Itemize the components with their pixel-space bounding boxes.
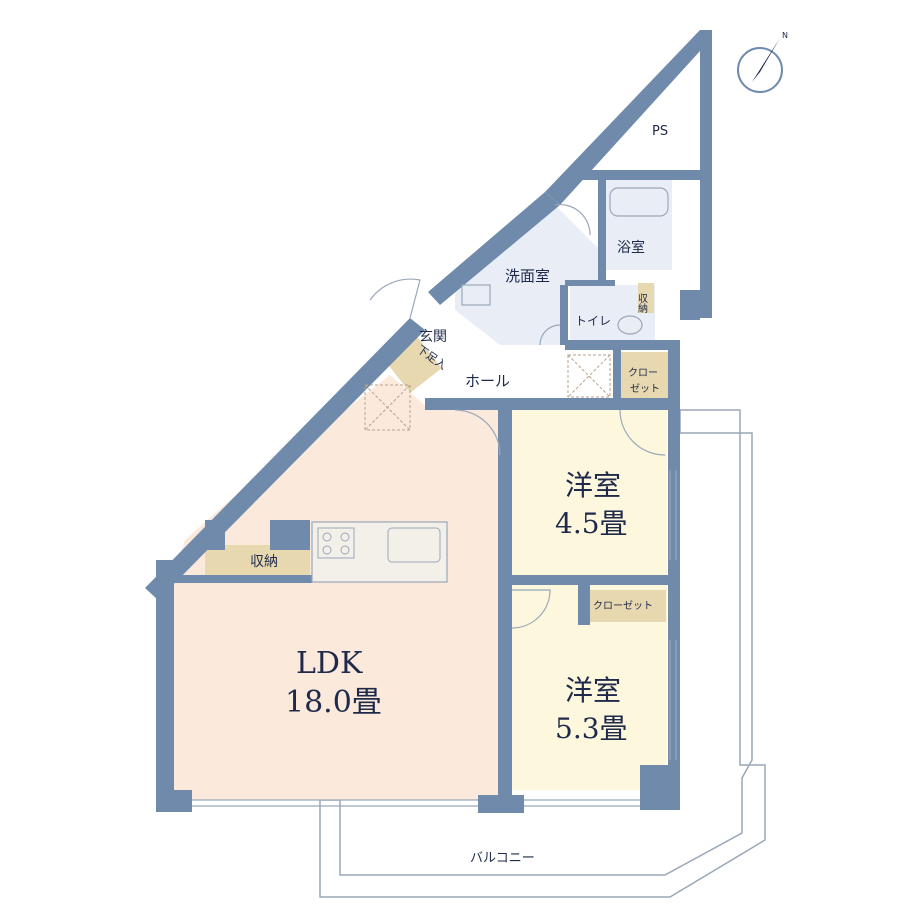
bath-floor (605, 180, 672, 270)
balcony-label: バルコニー (470, 851, 535, 866)
bedroom2-size: 5.3畳 (555, 712, 628, 745)
storage-ldk-floor (205, 545, 310, 577)
ps-label: PS (652, 124, 668, 139)
washbasin (461, 284, 491, 306)
kitchen-counter (311, 521, 448, 583)
closet1-label-line2: ゼット (630, 383, 660, 395)
closet2-label: クローゼット (593, 600, 653, 612)
compass-label: N (782, 31, 788, 40)
storage-small-label: 収納 (636, 293, 648, 314)
closet1-floor (620, 352, 670, 404)
hall-label: ホール (465, 372, 510, 390)
walls (145, 30, 712, 813)
bottom-windows (192, 470, 677, 807)
washroom-label: 洗面室 (505, 267, 550, 285)
storage-ldk-label: 収納 (250, 554, 278, 570)
bath-label: 浴室 (617, 239, 645, 256)
bedroom2-name: 洋室 (565, 674, 621, 707)
toilet-bowl (617, 315, 643, 335)
entrance-label: 玄関 (419, 328, 447, 345)
bedroom1-name: 洋室 (565, 469, 621, 502)
bedroom1-size: 4.5畳 (555, 507, 628, 540)
bedroom1-floor (512, 410, 667, 578)
closet1-label-line1: クロー (628, 367, 658, 379)
ceiling-storage-marks (364, 354, 611, 431)
ldk-size: 18.0畳 (285, 685, 382, 720)
ldk-floor (172, 375, 500, 800)
north-compass-icon: N (737, 31, 788, 95)
toilet-label: トイレ (575, 314, 611, 328)
bathtub (609, 187, 669, 217)
storage-small-label-text: 収納 (636, 293, 648, 314)
closet2-floor (588, 590, 666, 622)
storage-small-floor (638, 283, 654, 313)
door-swings (369, 203, 666, 629)
ldk-name: LDK (296, 646, 363, 681)
